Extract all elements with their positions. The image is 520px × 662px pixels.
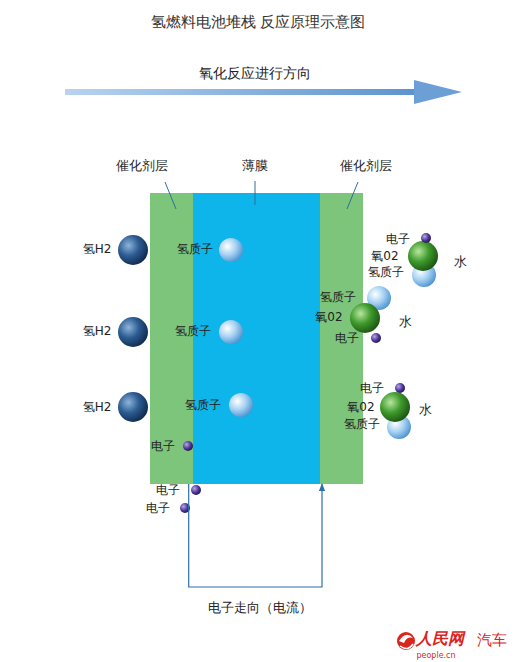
particle-label: 电子 [156, 484, 180, 497]
particle-group [118, 233, 438, 513]
particle-label: 氢H2 [83, 325, 112, 338]
oxygen-molecule [380, 392, 410, 422]
electron-dot [421, 233, 431, 243]
catalyst-layer-band: 催化剂层 [320, 193, 363, 484]
particle-label: 氧02 [371, 250, 398, 263]
hydrogen-molecule [118, 317, 148, 347]
proton-sphere [367, 286, 391, 310]
connector-label: 电子走向（电流） [208, 599, 312, 617]
electron-dot [183, 441, 193, 451]
watermark: 人民网 [416, 630, 464, 648]
watermark: people.cn [416, 652, 455, 661]
leader-line [347, 182, 358, 209]
direction-label: 氧化反应进行方向 [199, 66, 311, 81]
particle-label: 水 [454, 255, 467, 269]
electron-dot [191, 485, 201, 495]
particle-label: 电子 [360, 382, 384, 395]
leader-line [255, 181, 256, 205]
direction-arrow-head [414, 80, 462, 104]
watermark-logo [397, 632, 415, 650]
proton-sphere [219, 320, 243, 344]
direction-arrow-shaft [65, 89, 417, 95]
oxygen-molecule [350, 303, 380, 333]
leader-line [165, 182, 176, 209]
band-heading: 薄膜 [242, 157, 268, 175]
electron-dot [395, 383, 405, 393]
leader-lines [165, 181, 358, 209]
band-heading: 催化剂层 [116, 157, 168, 175]
diagram-title: 氢燃料电池堆栈 反应原理示意图 [151, 13, 366, 32]
electron-dot [371, 333, 381, 343]
particle-label: 电子 [386, 233, 410, 246]
proton-sphere [229, 393, 253, 417]
current-flow-connector [189, 484, 322, 587]
proton-sphere [412, 263, 436, 287]
catalyst-layer-band: 催化剂层 [150, 193, 193, 484]
particle-label: 水 [419, 403, 432, 417]
oxygen-molecule [408, 241, 438, 271]
particle-label: 氢H2 [83, 401, 112, 414]
membrane-band: 薄膜 [193, 193, 320, 484]
band-heading: 催化剂层 [340, 157, 392, 175]
particle-label: 水 [399, 315, 412, 329]
watermark: 汽车 [477, 632, 507, 649]
connector-group [189, 484, 322, 587]
proton-sphere [387, 415, 411, 439]
particle-label: 电子 [146, 502, 170, 515]
hydrogen-molecule [118, 235, 148, 265]
particle-label: 氢H2 [83, 243, 112, 256]
electron-dot [180, 503, 190, 513]
proton-sphere [219, 238, 243, 262]
hydrogen-molecule [118, 392, 148, 422]
particle-label: 氢质子 [368, 266, 404, 279]
